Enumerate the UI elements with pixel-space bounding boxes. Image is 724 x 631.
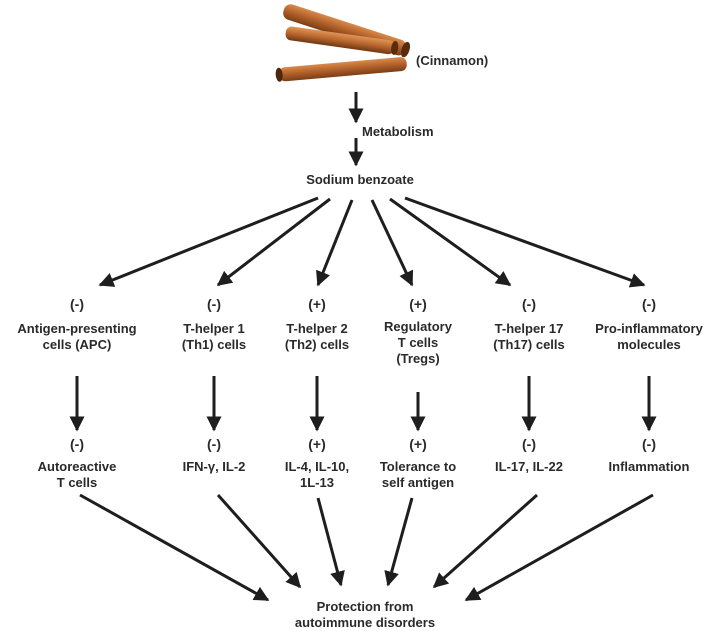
- arrow-to-th2: [316, 199, 354, 287]
- th17-label: T-helper 17 (Th17) cells: [493, 321, 565, 352]
- inflammation-label: Inflammation: [608, 459, 690, 474]
- il4-label: IL-4, IL-10, 1L-13: [284, 459, 350, 490]
- metabolism-label: Metabolism: [362, 124, 434, 139]
- apc-label: Antigen-presenting cells (APC): [17, 321, 137, 352]
- th2-sign: (+): [308, 296, 326, 312]
- cinnamon-image: [275, 4, 411, 82]
- il4-sign: (+): [308, 436, 326, 452]
- cinnamon-label: (Cinnamon): [416, 53, 489, 68]
- arrow-to-th17: [389, 197, 512, 287]
- tregs-sign: (+): [409, 296, 427, 312]
- arrow-to-proinflammatory: [404, 196, 646, 288]
- autoreactive-label: Autoreactive T cells: [37, 459, 117, 490]
- arrow-from-il4: [316, 497, 345, 587]
- arrow-to-tregs: [370, 199, 414, 287]
- tolerance-sign: (+): [409, 436, 427, 452]
- th1-label: T-helper 1 (Th1) cells: [181, 321, 247, 352]
- inflammation-sign: (-): [642, 436, 656, 452]
- sodium-benzoate-label: Sodium benzoate: [306, 172, 414, 187]
- il17-sign: (-): [522, 436, 536, 452]
- protection-label: Protection from autoimmune disorders: [294, 599, 436, 630]
- apc-sign: (-): [70, 296, 84, 312]
- arrow-to-th1: [216, 197, 331, 287]
- tolerance-label: Tolerance to self antigen: [379, 459, 457, 490]
- arrow-to-apc: [98, 196, 319, 287]
- arrow-from-tolerance: [384, 497, 414, 587]
- tregs-label: Regulatory T cells (Tregs): [384, 319, 452, 366]
- arrow-from-il17: [432, 493, 538, 589]
- autoreactive-sign: (-): [70, 436, 84, 452]
- th2-label: T-helper 2 (Th2) cells: [284, 321, 350, 352]
- proinflammatory-label: Pro-inflammatory molecules: [595, 321, 703, 352]
- ifn-label: IFN-γ, IL-2: [182, 459, 246, 474]
- arrow-from-autoreactive: [79, 493, 270, 602]
- proinflammatory-sign: (-): [642, 296, 656, 312]
- il17-label: IL-17, IL-22: [495, 459, 563, 474]
- ifn-sign: (-): [207, 436, 221, 452]
- th17-sign: (-): [522, 296, 536, 312]
- arrow-from-inflammation: [464, 493, 654, 602]
- arrow-from-ifn: [216, 494, 302, 589]
- th1-sign: (-): [207, 296, 221, 312]
